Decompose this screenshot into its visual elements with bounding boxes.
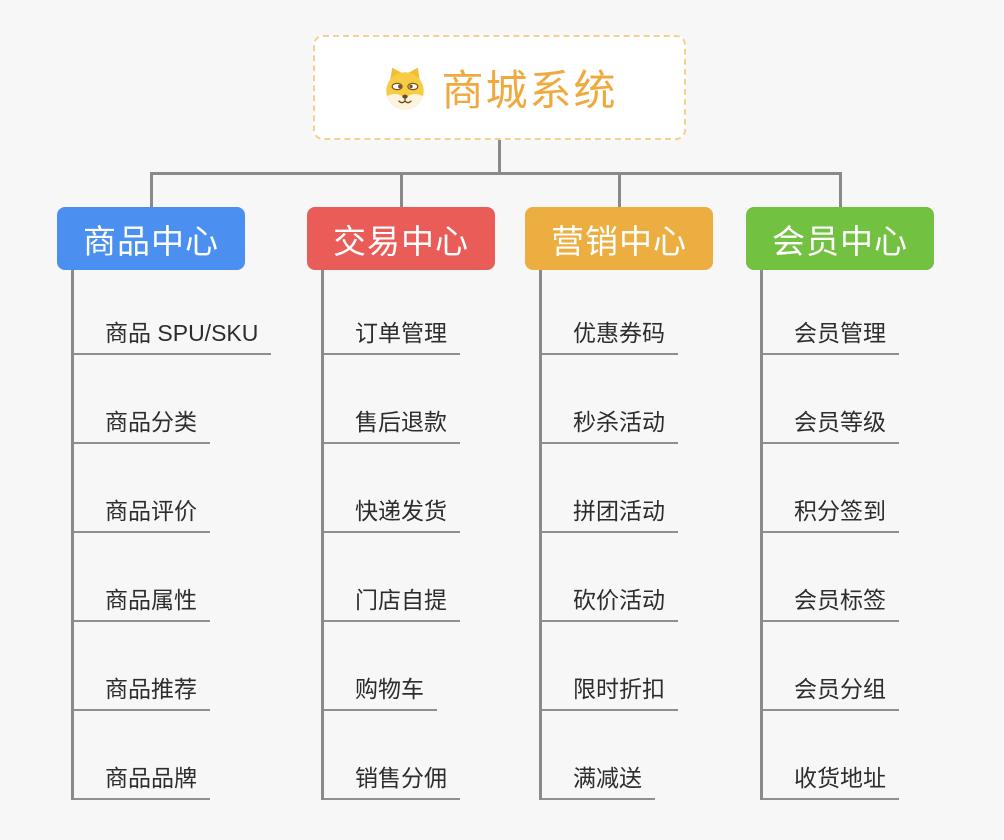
leaf-topic[interactable]: 会员管理 [763,270,899,355]
root-topic[interactable]: 商城系统 [313,35,686,140]
branch-items-product-center: 商品 SPU/SKU 商品分类 商品评价 商品属性 商品推荐 商品品牌 [71,270,272,800]
connector-trunk [150,172,842,175]
branch-topic-product-center[interactable]: 商品中心 [57,207,245,270]
leaf-topic[interactable]: 会员标签 [763,533,899,622]
leaf-topic[interactable]: 限时折扣 [542,622,678,711]
leaf-topic[interactable]: 商品分类 [74,355,210,444]
leaf-topic[interactable]: 商品 SPU/SKU [74,270,272,355]
connector-drop-marketing-center [618,172,621,207]
leaf-topic[interactable]: 销售分佣 [324,711,460,800]
leaf-topic[interactable]: 优惠券码 [542,270,678,355]
branch-label: 营销中心 [551,222,687,260]
leaf-topic[interactable]: 会员分组 [763,622,899,711]
branch-label: 交易中心 [333,222,469,260]
connector-drop-product-center [150,172,153,207]
leaf-topic[interactable]: 售后退款 [324,355,460,444]
leaf-topic[interactable]: 商品评价 [74,444,210,533]
leaf-topic[interactable]: 门店自提 [324,533,460,622]
branch-topic-marketing-center[interactable]: 营销中心 [525,207,713,270]
branch-label: 商品中心 [83,222,219,260]
leaf-topic[interactable]: 收货地址 [763,711,899,800]
branch-column-marketing-center: 营销中心 优惠券码 秒杀活动 拼团活动 砍价活动 限时折扣 满减送 [525,207,713,800]
branch-items-marketing-center: 优惠券码 秒杀活动 拼团活动 砍价活动 限时折扣 满减送 [539,270,678,800]
branch-topic-trade-center[interactable]: 交易中心 [307,207,495,270]
leaf-topic[interactable]: 商品品牌 [74,711,210,800]
leaf-topic[interactable]: 购物车 [324,622,437,711]
branch-items-member-center: 会员管理 会员等级 积分签到 会员标签 会员分组 收货地址 [760,270,899,800]
branch-column-trade-center: 交易中心 订单管理 售后退款 快递发货 门店自提 购物车 销售分佣 [307,207,495,800]
leaf-topic[interactable]: 订单管理 [324,270,460,355]
branch-label: 会员中心 [772,222,908,260]
leaf-topic[interactable]: 商品推荐 [74,622,210,711]
leaf-topic[interactable]: 会员等级 [763,355,899,444]
branch-topic-member-center[interactable]: 会员中心 [746,207,934,270]
leaf-topic[interactable]: 积分签到 [763,444,899,533]
connector-root-drop [498,140,501,175]
branch-column-product-center: 商品中心 商品 SPU/SKU 商品分类 商品评价 商品属性 商品推荐 商品品牌 [57,207,272,800]
leaf-topic[interactable]: 秒杀活动 [542,355,678,444]
branch-items-trade-center: 订单管理 售后退款 快递发货 门店自提 购物车 销售分佣 [321,270,460,800]
connector-drop-member-center [839,172,842,207]
leaf-topic[interactable]: 商品属性 [74,533,210,622]
leaf-topic[interactable]: 拼团活动 [542,444,678,533]
branch-column-member-center: 会员中心 会员管理 会员等级 积分签到 会员标签 会员分组 收货地址 [746,207,934,800]
shiba-dog-icon [386,67,425,110]
connector-drop-trade-center [400,172,403,207]
root-topic-title: 商城系统 [441,67,618,114]
leaf-topic[interactable]: 快递发货 [324,444,460,533]
leaf-topic[interactable]: 满减送 [542,711,655,800]
leaf-topic[interactable]: 砍价活动 [542,533,678,622]
